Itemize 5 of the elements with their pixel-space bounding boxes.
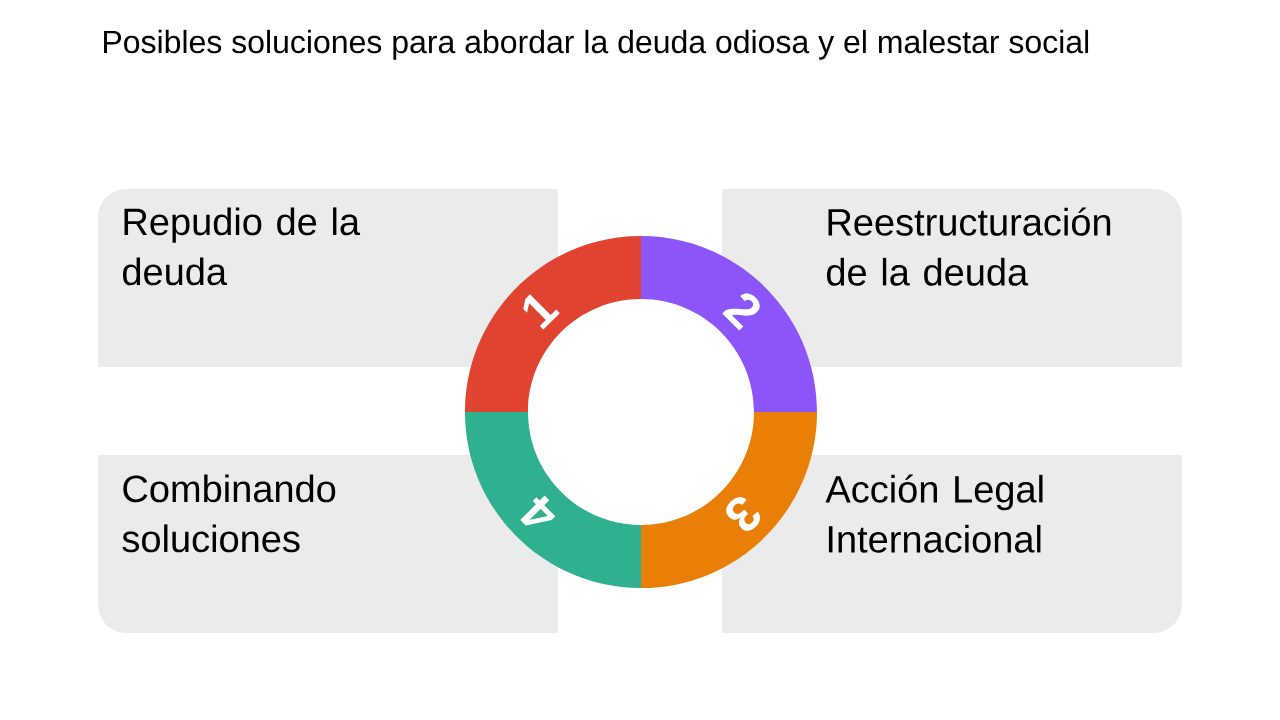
ring-segment: 2 <box>641 236 817 412</box>
ring-segment: 3 <box>641 412 817 588</box>
ring-segment: 4 <box>465 412 641 588</box>
title: Posibles soluciones para abordar la deuda odiosa y el malestar social <box>104 29 1089 60</box>
ring-segment: 1 <box>465 236 641 412</box>
